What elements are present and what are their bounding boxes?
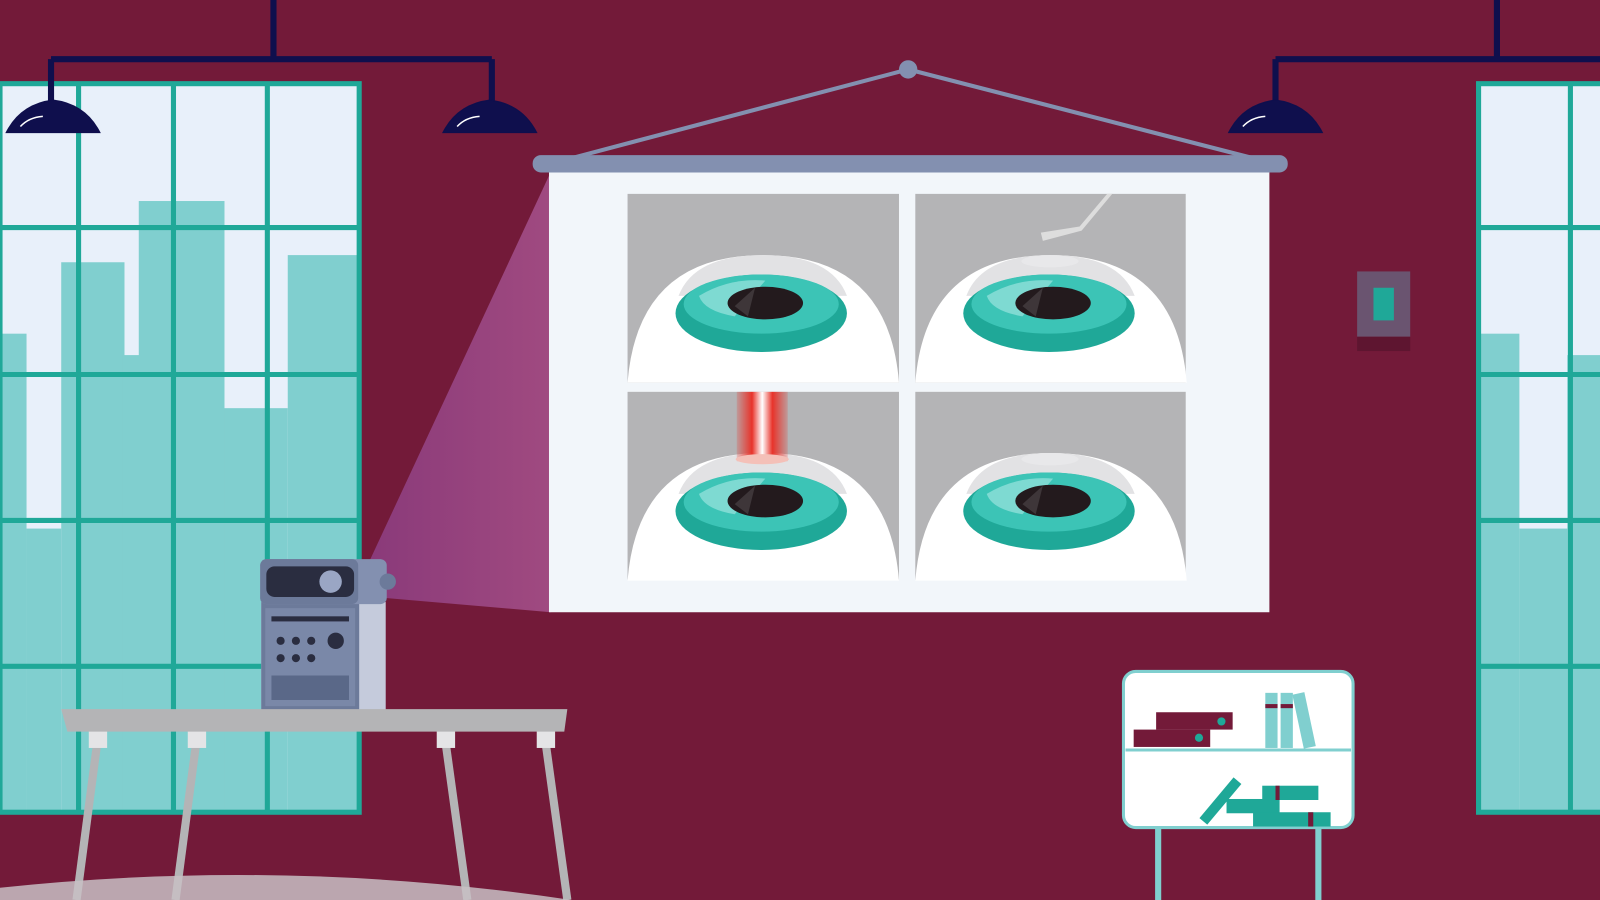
eye-panel-1	[627, 193, 899, 383]
projector-beam	[369, 171, 552, 613]
surgical-blade-icon	[1040, 193, 1113, 241]
eye-panel-2	[915, 193, 1187, 383]
left-window	[0, 81, 362, 815]
table	[61, 709, 572, 900]
bookshelf-icon	[1121, 669, 1355, 900]
projector-icon	[260, 559, 396, 711]
laser-beam-icon	[736, 391, 788, 462]
eye-panel-4	[915, 391, 1187, 581]
right-window	[1476, 81, 1600, 815]
projection-screen	[532, 60, 1288, 613]
eye-panel-3	[627, 391, 899, 581]
light-switch-icon	[1357, 271, 1411, 352]
rug	[0, 875, 572, 900]
ceiling-lamp-icon	[5, 0, 1600, 134]
